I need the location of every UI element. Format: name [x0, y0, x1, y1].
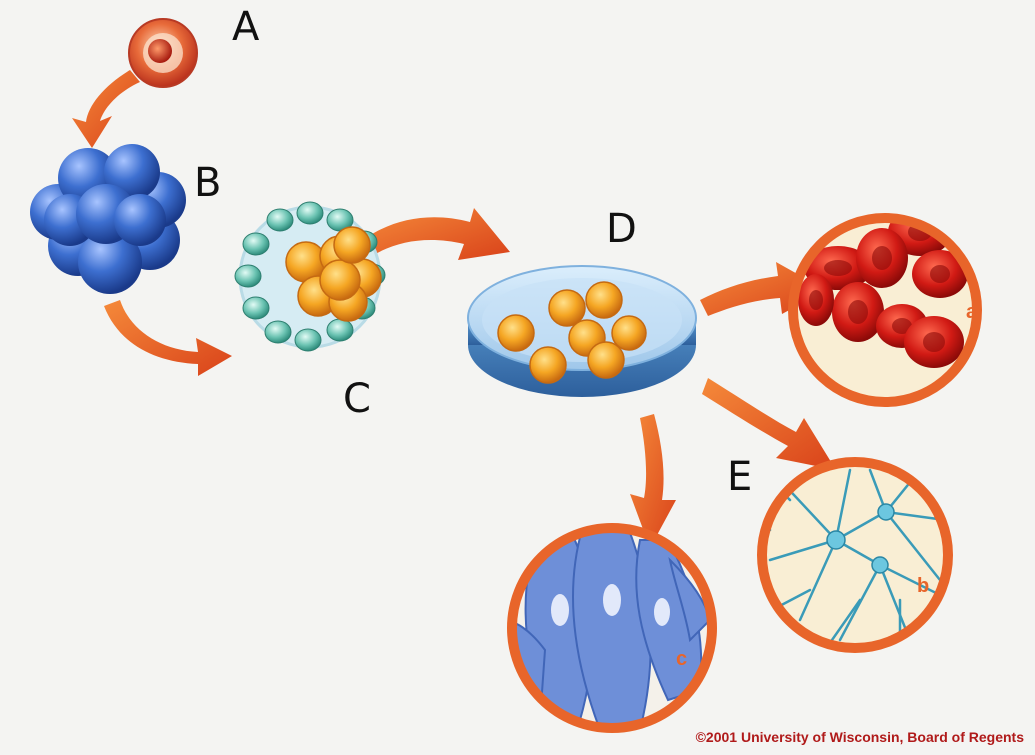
inset-muscle-cells: c [502, 520, 712, 730]
red-blood-cell [832, 282, 884, 342]
inset-label-c: c [676, 648, 687, 670]
arrow-egg-to-morula [72, 70, 140, 148]
red-blood-cell [904, 316, 964, 368]
neuron-body [827, 531, 845, 549]
red-blood-cell [798, 274, 834, 326]
egg-cell [129, 19, 197, 87]
inset-nerve-cells: b [760, 455, 950, 650]
red-blood-cell [856, 228, 908, 288]
blastocyst [235, 202, 385, 351]
inset-red-blood-cells: a [793, 208, 978, 402]
neuron-body [878, 504, 894, 520]
arrow-morula-to-blastocyst [104, 300, 232, 376]
arrow-dish-to-nerve [702, 378, 836, 470]
stage-label-c: C [343, 376, 371, 422]
stage-label-a: A [232, 4, 260, 50]
stage-label-e: E [727, 454, 752, 500]
stage-label-b: B [194, 160, 221, 206]
copyright-credit: ©2001 University of Wisconsin, Board of … [696, 729, 1025, 745]
inset-label-a: a [966, 301, 978, 323]
inset-label-b: b [917, 575, 929, 597]
stage-label-d: D [606, 206, 637, 252]
morula-cluster [30, 144, 186, 294]
arrow-blastocyst-to-dish [366, 208, 510, 260]
petri-dish [468, 266, 696, 397]
neuron-body [872, 557, 888, 573]
